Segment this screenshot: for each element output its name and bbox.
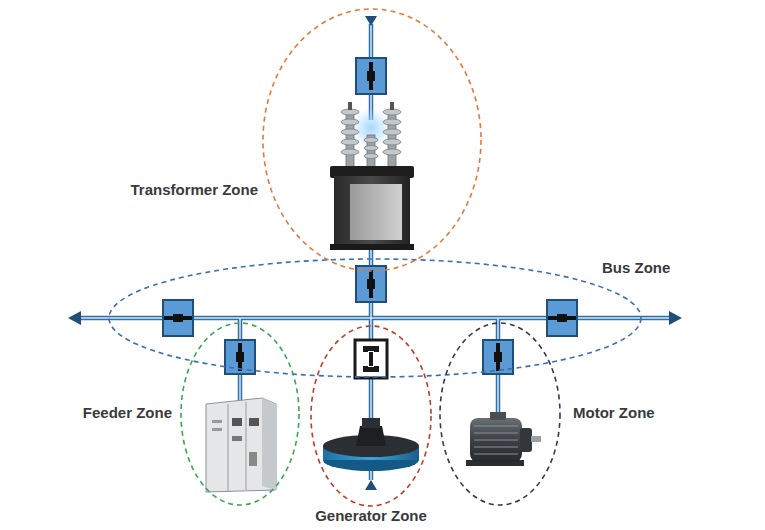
zone-ellipse <box>109 259 641 377</box>
zone-label: Feeder Zone <box>83 404 172 422</box>
protection-zone: Feeder Zone <box>180 322 300 506</box>
zone-ellipse <box>311 326 431 506</box>
zone-outline <box>180 322 300 506</box>
transformer-illustration <box>330 102 414 250</box>
circuit-breakers <box>163 58 577 378</box>
protection-zone: Generator Zone <box>310 325 432 507</box>
zone-label: Bus Zone <box>602 259 670 277</box>
zone-outline <box>108 258 642 378</box>
motor-illustration <box>466 412 541 466</box>
zone-ellipse <box>440 323 560 505</box>
zone-label: Motor Zone <box>573 404 655 422</box>
feeder-cabinet-illustration <box>206 398 276 492</box>
generator-illustration <box>323 418 419 471</box>
zone-outline <box>439 322 561 506</box>
protection-zone: Transformer Zone <box>262 8 482 272</box>
zone-outline <box>310 325 432 507</box>
zone-outline <box>262 8 482 272</box>
zone-ellipse <box>263 9 481 271</box>
zone-label: Transformer Zone <box>130 181 258 199</box>
zone-ellipse <box>181 323 299 505</box>
protection-zone: Motor Zone <box>439 322 561 506</box>
wires <box>80 24 670 480</box>
zone-label: Generator Zone <box>315 507 427 525</box>
arrowheads <box>68 16 682 490</box>
protection-zone: Bus Zone <box>108 258 642 378</box>
